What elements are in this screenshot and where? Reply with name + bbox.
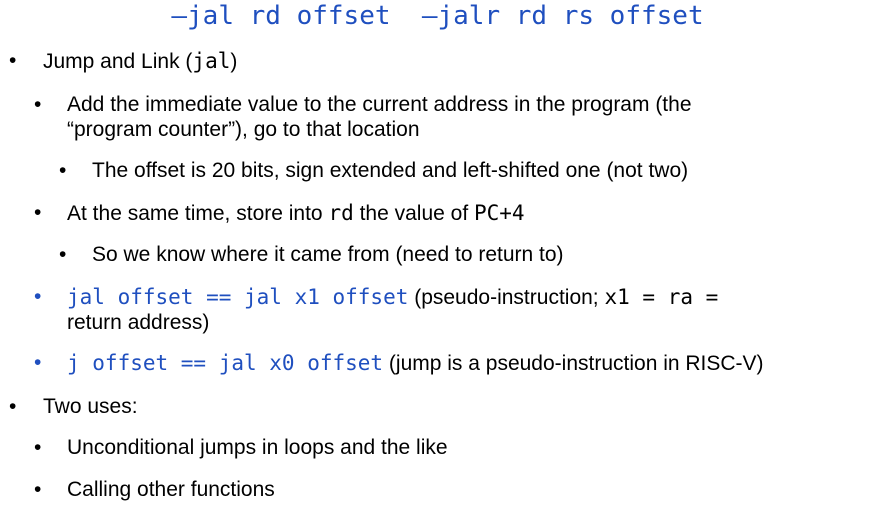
item-pseudo-j: j offset == jal x0 offset (jump is a pse… (67, 350, 764, 377)
jal-code: jal (192, 49, 231, 73)
title-jal: —jal rd offset (171, 1, 391, 31)
store-code-rd: rd (328, 201, 354, 225)
item-two-uses: Two uses: (43, 395, 138, 418)
store-code-pc: PC+4 (474, 201, 525, 225)
bullet-icon: • (34, 285, 42, 308)
title-jalr: —jalr rd rs offset (421, 1, 704, 31)
pseudo-j-text: (jump is a pseudo-instruction in RISC-V) (383, 352, 764, 375)
item-add-immediate-line1: Add the immediate value to the current a… (67, 93, 692, 116)
item-came-from: So we know where it came from (need to r… (92, 243, 564, 266)
item-unconditional: Unconditional jumps in loops and the lik… (67, 436, 448, 459)
bullet-icon: • (9, 395, 17, 418)
bullet-icon: • (59, 243, 67, 266)
jal-label: Jump and Link ( (43, 50, 193, 73)
bullet-icon: • (34, 436, 42, 459)
item-add-immediate-line2: “program counter”), go to that location (67, 118, 420, 141)
jal-end: ) (230, 50, 238, 73)
item-pseudo-jal: jal offset == jal x1 offset (pseudo-inst… (67, 284, 718, 311)
store-mid: the value of (353, 202, 474, 225)
pseudo-j-code: j offset == jal x0 offset (67, 351, 384, 375)
item-store: At the same time, store into rd the valu… (67, 200, 525, 227)
bullet-icon: • (34, 201, 42, 224)
pseudo-jal-code2: x1 = ra = (604, 285, 719, 309)
item-jump-and-link: Jump and Link (jal) (43, 48, 237, 75)
bullet-icon: • (34, 478, 42, 501)
pseudo-jal-code: jal offset == jal x1 offset (67, 285, 409, 309)
bullet-icon: • (34, 351, 42, 374)
slide-title: —jal rd offset —jalr rd rs offset (0, 0, 875, 32)
item-calling: Calling other functions (67, 478, 275, 501)
bullet-icon: • (9, 49, 17, 72)
item-pseudo-jal-line2: return address) (67, 311, 210, 334)
bullet-icon: • (34, 93, 42, 116)
item-offset-bits: The offset is 20 bits, sign extended and… (92, 159, 689, 182)
store-pre: At the same time, store into (67, 202, 329, 225)
bullet-icon: • (59, 159, 67, 182)
pseudo-jal-text: (pseudo-instruction; (408, 286, 605, 309)
